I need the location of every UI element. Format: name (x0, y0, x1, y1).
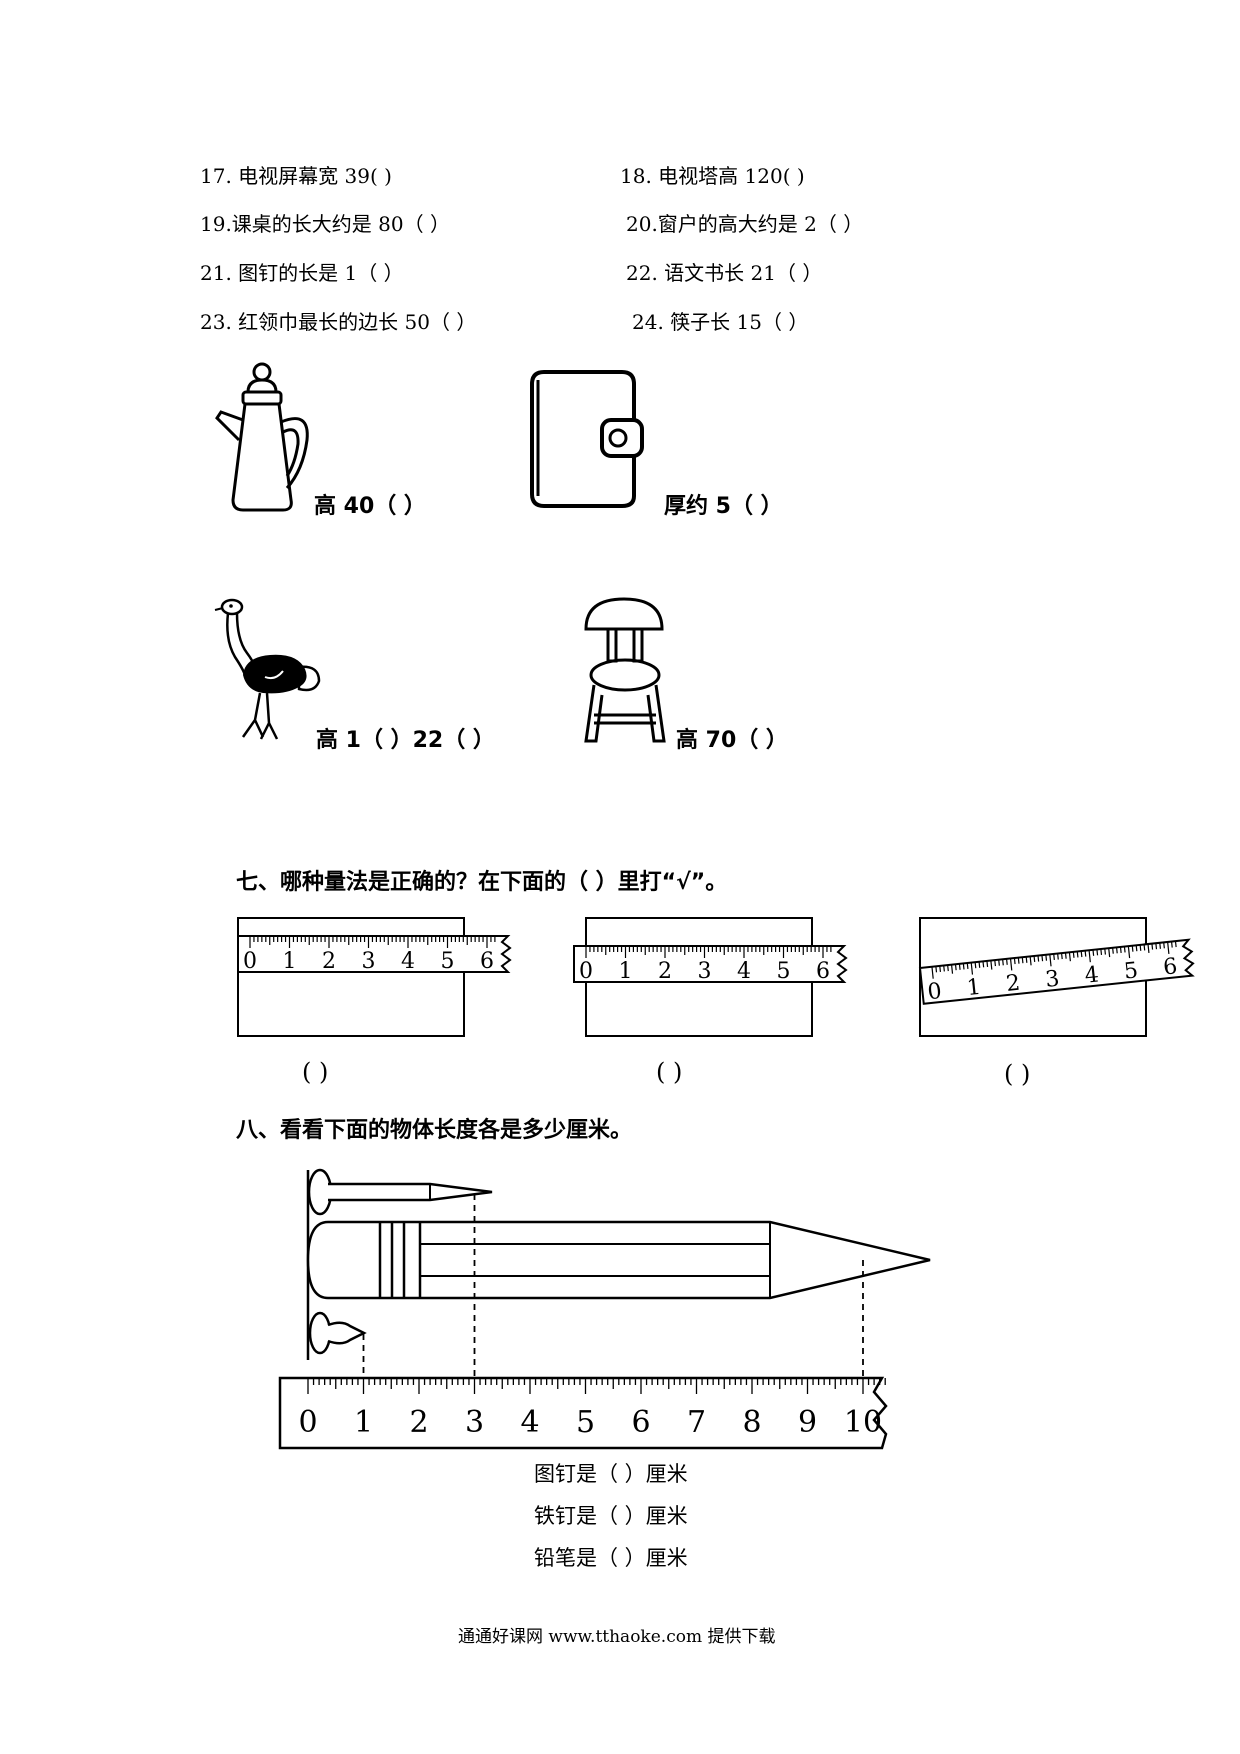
ruler-tick-label: 6 (480, 949, 494, 974)
big-ruler-tick-label: 9 (798, 1405, 817, 1440)
answer-blank-1[interactable]: ( ) (302, 1058, 329, 1086)
ruler-tick-label: 4 (1083, 962, 1100, 988)
big-ruler-tick-label: 0 (298, 1405, 317, 1440)
ruler-tick-label: 1 (283, 949, 297, 974)
pencil-icon (306, 1220, 931, 1300)
ruler-tick-label: 4 (737, 959, 751, 984)
pencil-answer[interactable]: 铅笔是（ ）厘米 (534, 1546, 688, 1570)
question-23: 23. 红领巾最长的边长 50（ ） (200, 310, 477, 334)
big-ruler-tick-label: 5 (576, 1405, 595, 1440)
object-rect (237, 917, 465, 1037)
big-ruler: 0 1 2 3 4 5 6 7 8 9 10 (278, 1194, 888, 1450)
ruler-tick-label: 0 (243, 949, 257, 974)
ruler-tick-label: 3 (362, 949, 376, 974)
big-ruler-tick-label: 4 (520, 1405, 539, 1440)
ruler-tick-label: 3 (698, 959, 712, 984)
ruler-tick-label: 4 (401, 949, 415, 974)
ruler-tick-label: 0 (579, 959, 593, 984)
question-24: 24. 筷子长 15（ ） (632, 310, 809, 334)
ostrich-label: 高 1（ ）22（ ） (316, 728, 495, 753)
answer-blank-2[interactable]: ( ) (656, 1058, 683, 1086)
answer-blank-3[interactable]: ( ) (1004, 1060, 1031, 1088)
big-ruler-tick-label: 6 (631, 1405, 650, 1440)
kettle-label: 高 40（ ） (314, 494, 426, 519)
big-ruler-tick-label: 3 (465, 1405, 484, 1440)
kettle-icon (215, 362, 309, 512)
ruler-tick-label: 2 (658, 959, 672, 984)
iron-nail-icon (307, 1168, 493, 1216)
question-22: 22. 语文书长 21（ ） (626, 261, 823, 285)
question-21: 21. 图钉的长是 1（ ） (200, 261, 404, 285)
nail-answer[interactable]: 铁钉是（ ）厘米 (534, 1504, 688, 1528)
big-ruler-tick-label: 2 (409, 1405, 428, 1440)
length-diagram: 0 1 2 3 4 5 6 7 8 9 10 (278, 1168, 931, 1450)
big-ruler-tick-label: 8 (742, 1405, 761, 1440)
big-ruler-tick-label: 7 (687, 1405, 706, 1440)
ruler-tick-label: 6 (1162, 954, 1179, 980)
question-18: 18. 电视塔高 120( ) (620, 164, 805, 188)
stool-label: 高 70（ ） (676, 728, 788, 753)
ruler-tick-label: 5 (777, 959, 791, 984)
big-ruler-tick-label: 10 (844, 1405, 882, 1440)
ruler-tick-label: 0 (926, 979, 943, 1005)
question-20: 20.窗户的高大约是 2（ ） (626, 212, 864, 236)
section7-title: 七、哪种量法是正确的？在下面的（ ）里打“√”。 (236, 870, 728, 895)
ostrich-icon (214, 598, 321, 740)
ruler-tick-label: 3 (1044, 967, 1061, 993)
ruler-tick-label: 1 (966, 975, 983, 1001)
ruler-tick-label: 6 (816, 959, 830, 984)
ruler-tick-label: 5 (441, 949, 455, 974)
book-label: 厚约 5（ ） (664, 494, 783, 519)
book-icon (530, 370, 644, 508)
stool-icon (584, 597, 666, 743)
big-ruler-tick-label: 1 (354, 1405, 373, 1440)
ruler-tick-label: 2 (322, 949, 336, 974)
ruler-tick-label: 5 (1123, 958, 1140, 984)
question-19: 19.课桌的长大约是 80（ ） (200, 212, 450, 236)
thumbtack-answer[interactable]: 图钉是（ ）厘米 (534, 1462, 688, 1486)
question-17: 17. 电视屏幕宽 39( ) (200, 164, 392, 188)
thumbtack-icon (308, 1311, 367, 1355)
ruler-tick-label: 1 (619, 959, 633, 984)
section8-title: 八、看看下面的物体长度各是多少厘米。 (236, 1118, 633, 1143)
ruler-tick-label: 2 (1005, 971, 1022, 997)
footer: 通通好课网 www.tthaoke.com 提供下载 (458, 1627, 776, 1647)
